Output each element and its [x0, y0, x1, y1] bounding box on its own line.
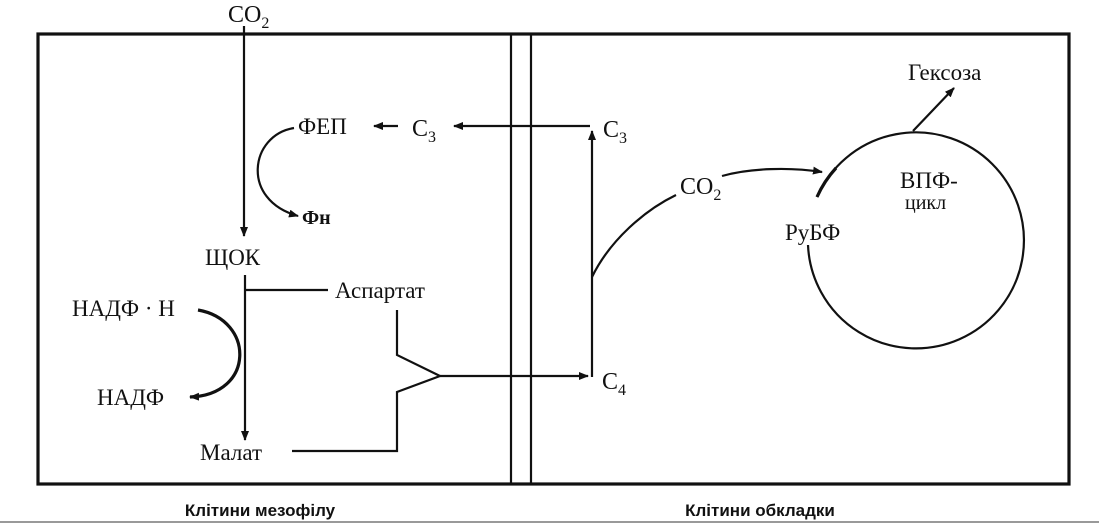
oaa-label: ЩОК [205, 245, 261, 270]
co2-input-label: CO2 [228, 2, 269, 32]
aspartate-label: Аспартат [335, 278, 425, 303]
nadph-to-nadp-arc [189, 308, 242, 401]
pep-label: ФЕП [298, 114, 347, 139]
bundle-sheath-caption: Клітини обкладки [685, 501, 835, 520]
rubp-label: РуБФ [785, 220, 840, 245]
transport-bracket [292, 310, 443, 453]
malate-label: Малат [200, 440, 262, 465]
cells-frame [36, 32, 1071, 486]
cycle-label-line1: ВПФ- [900, 168, 958, 193]
mesophyll-caption: Клітини мезофілу [185, 501, 336, 520]
co2-bundle-label: CO2 [680, 174, 721, 204]
c3-mesophyll-label: C3 [412, 116, 436, 146]
nadp-label: НАДФ [97, 385, 164, 410]
hexose-label: Гексоза [908, 60, 981, 85]
c3-bundle-label: C3 [603, 117, 627, 147]
cycle-label-line2: цикл [905, 192, 946, 214]
c4-label: C4 [602, 369, 626, 399]
pep-to-pi-arc [256, 126, 299, 218]
calvin-cycle-circle [806, 131, 1025, 350]
nadph-label: НАДФ · Н [72, 296, 175, 321]
rubp-arc [815, 166, 838, 198]
co2-release-curve [591, 194, 677, 278]
pi-label: Фн [302, 207, 331, 229]
co2-to-cycle-arrow [721, 166, 823, 178]
hexose-output-arrow [912, 87, 955, 132]
